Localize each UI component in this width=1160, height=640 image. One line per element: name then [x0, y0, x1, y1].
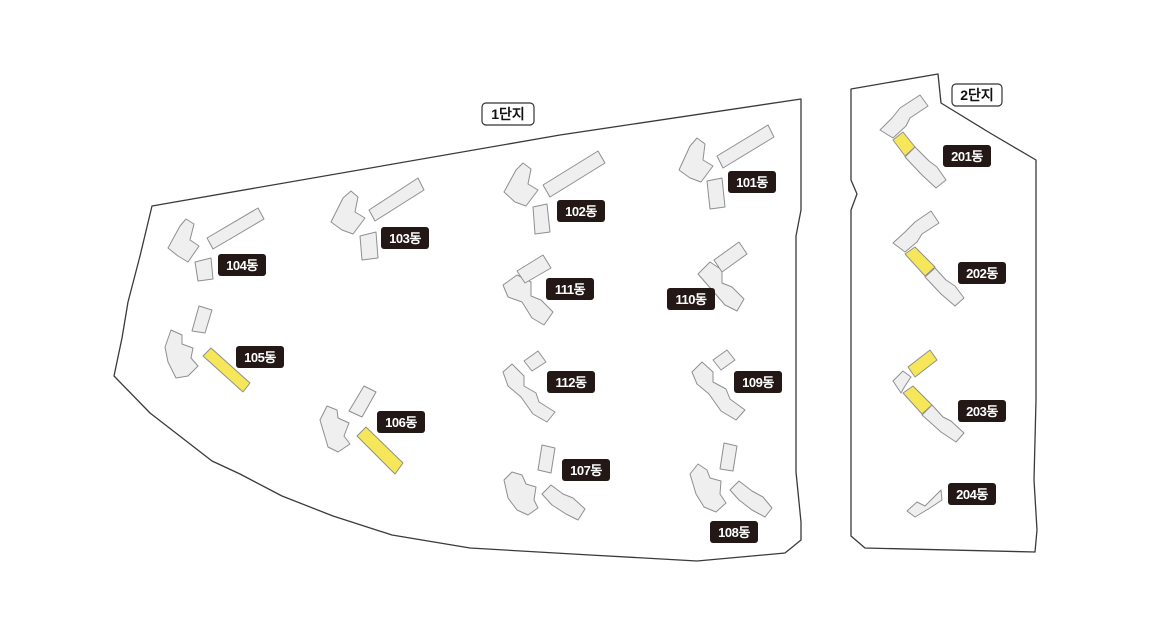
svg-text:108동: 108동: [718, 525, 750, 540]
svg-text:201동: 201동: [951, 149, 983, 164]
building-104[interactable]: [167, 207, 265, 282]
building-107[interactable]: [503, 444, 586, 521]
svg-text:111동: 111동: [555, 282, 586, 297]
svg-text:101동: 101동: [736, 175, 768, 190]
building-103[interactable]: [330, 177, 425, 261]
svg-text:107동: 107동: [570, 463, 602, 478]
label-101[interactable]: 101동: [728, 171, 776, 193]
label-106[interactable]: 106동: [377, 411, 425, 433]
svg-text:110동: 110동: [676, 292, 707, 307]
svg-text:202동: 202동: [966, 266, 998, 281]
label-203[interactable]: 203동: [958, 400, 1006, 422]
svg-text:204동: 204동: [956, 487, 988, 502]
building-102[interactable]: [503, 150, 606, 235]
label-110[interactable]: 110동: [667, 288, 715, 310]
building-202[interactable]: [892, 210, 965, 307]
svg-text:105동: 105동: [244, 350, 276, 365]
svg-text:109동: 109동: [742, 375, 774, 390]
building-101[interactable]: [678, 124, 775, 210]
building-105[interactable]: [164, 305, 251, 393]
svg-text:104동: 104동: [226, 258, 258, 273]
building-112[interactable]: [502, 350, 556, 423]
svg-text:106동: 106동: [385, 415, 417, 430]
zone2-boundary: [850, 73, 1038, 553]
label-112[interactable]: 112동: [547, 371, 595, 393]
label-102[interactable]: 102동: [557, 200, 605, 222]
label-109[interactable]: 109동: [734, 371, 782, 393]
building-106[interactable]: [319, 385, 404, 475]
zone1-title: 1단지: [481, 102, 535, 126]
label-107[interactable]: 107동: [562, 459, 610, 481]
label-105[interactable]: 105동: [236, 346, 284, 368]
building-108[interactable]: [689, 442, 773, 518]
label-202[interactable]: 202동: [958, 262, 1006, 284]
label-103[interactable]: 103동: [381, 227, 429, 249]
zone1-boundary: [113, 98, 802, 562]
svg-text:1단지: 1단지: [491, 106, 525, 122]
building-109[interactable]: [691, 349, 746, 421]
building-203[interactable]: [892, 349, 965, 443]
building-111[interactable]: [502, 254, 554, 326]
label-204[interactable]: 204동: [948, 483, 996, 505]
building-201[interactable]: [879, 94, 947, 189]
zone2-title: 2단지: [951, 83, 1003, 107]
svg-text:102동: 102동: [565, 204, 597, 219]
svg-text:2단지: 2단지: [960, 87, 994, 103]
label-108[interactable]: 108동: [710, 521, 758, 543]
svg-text:112동: 112동: [556, 375, 587, 390]
label-201[interactable]: 201동: [943, 145, 991, 167]
svg-text:203동: 203동: [966, 404, 998, 419]
svg-text:103동: 103동: [389, 231, 421, 246]
building-204[interactable]: [906, 489, 943, 518]
label-104[interactable]: 104동: [218, 254, 266, 276]
building-110[interactable]: [697, 241, 748, 312]
label-111[interactable]: 111동: [546, 278, 594, 300]
